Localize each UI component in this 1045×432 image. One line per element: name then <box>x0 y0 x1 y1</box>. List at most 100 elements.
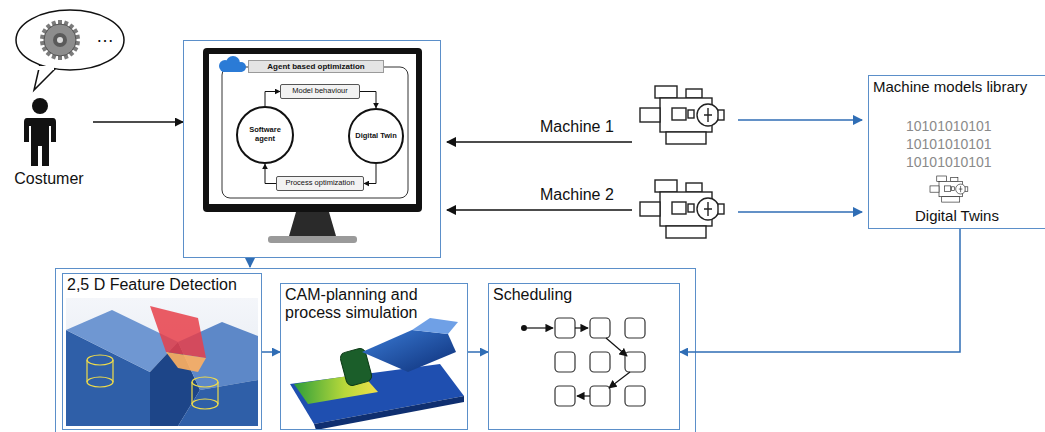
machine-part <box>944 186 950 191</box>
node-title: Machine models library <box>873 78 1027 95</box>
schedule-arrow <box>606 338 627 356</box>
machine-part <box>952 187 955 191</box>
machine-spindle <box>697 198 719 220</box>
customer-figure: Costumer <box>5 98 93 188</box>
flow-arrow <box>265 92 280 107</box>
schedule-arrow <box>577 395 590 396</box>
node-title: Software agent <box>243 126 287 143</box>
machine-part <box>688 204 694 212</box>
gear-icon <box>40 20 80 60</box>
person-head <box>32 98 48 114</box>
binary-text: 10101010101 <box>906 154 992 170</box>
bubble-tail <box>34 64 56 90</box>
machine-spindle <box>697 104 719 126</box>
schedule-step <box>555 386 575 406</box>
speech-bubble <box>16 10 124 90</box>
process-box: Model behaviour <box>280 84 360 99</box>
machine-part <box>688 110 694 118</box>
process-stage: Scheduling <box>488 283 680 430</box>
node-title: Process optimization <box>285 179 354 188</box>
process-stage: 2,5 D Feature Detection <box>62 273 262 430</box>
machine-part <box>666 132 706 144</box>
tool-contact <box>166 352 206 372</box>
schedule-step <box>590 318 610 338</box>
flow-arrow <box>360 92 376 109</box>
node-title: Costumer <box>5 170 93 188</box>
machine-spindle <box>956 184 966 194</box>
tool-volume <box>150 306 206 358</box>
schedule-picture <box>521 318 645 406</box>
monitor-screen <box>209 54 416 204</box>
machine-part <box>718 110 724 120</box>
schedule-arrow <box>609 372 630 388</box>
optimization-frame <box>222 67 408 198</box>
model-arrow <box>738 119 862 121</box>
schedule-step <box>625 386 645 406</box>
machine-part <box>686 183 702 192</box>
machine-part <box>965 187 968 192</box>
process-stage: CAM-planning and process simulation <box>280 283 468 430</box>
schedule-step <box>555 352 575 372</box>
bubble-outline <box>16 10 124 70</box>
feature-detection-picture <box>66 298 258 426</box>
monitor-base <box>268 236 357 243</box>
machine-part <box>655 86 677 98</box>
machine-part <box>666 226 706 238</box>
process-frame <box>56 269 696 432</box>
flow-arrow <box>93 121 183 123</box>
machine-part <box>939 181 962 196</box>
feature-marker <box>192 399 218 409</box>
model-arrow <box>738 211 862 213</box>
node-title: Model behaviour <box>292 87 347 96</box>
monitor-bezel <box>203 48 422 212</box>
machine-label: Machine 1 <box>540 118 614 136</box>
machine-part <box>660 98 712 132</box>
binary-text: 10101010101 <box>906 118 992 134</box>
schedule-step <box>625 352 645 372</box>
machine-part <box>959 186 963 192</box>
machine-arrow <box>447 209 632 211</box>
workpiece-side <box>314 396 464 430</box>
gear-body <box>44 24 76 56</box>
machine-part <box>704 108 712 122</box>
schedule-arrow <box>527 327 553 328</box>
node-title: Scheduling <box>493 286 572 304</box>
machine-part <box>937 176 947 181</box>
schedule-step <box>625 318 645 338</box>
schedule-step <box>590 386 610 406</box>
render-background <box>66 298 258 426</box>
feature-marker <box>192 382 218 404</box>
machine-part <box>655 180 677 192</box>
tool-holder-top <box>412 318 458 334</box>
flow-arrow <box>364 164 376 184</box>
twin-circle: Digital Twin <box>348 108 404 164</box>
cam-simulation-picture <box>290 318 464 430</box>
node-title: Agent based optimization <box>248 60 384 73</box>
monitor-illustration <box>203 48 422 243</box>
flow-arrow <box>680 229 960 352</box>
schedule-step <box>555 318 575 338</box>
machine-part <box>640 202 660 216</box>
cloud-icon <box>219 56 246 72</box>
machine-part <box>930 186 939 192</box>
flow-arrow <box>265 164 276 184</box>
flow-arrow <box>249 258 251 267</box>
node-title: Digital Twin <box>355 132 397 141</box>
machine-icon <box>640 86 724 144</box>
machine-part <box>686 89 702 98</box>
flow-arrow <box>468 351 488 353</box>
feature-marker <box>87 377 113 387</box>
machine-part <box>640 108 660 122</box>
machine-part <box>942 197 960 202</box>
machine-part <box>718 204 724 214</box>
machine-part <box>704 202 712 216</box>
agent-circle: Software agent <box>236 106 294 164</box>
feature-marker <box>87 355 113 365</box>
person-icon <box>24 98 56 166</box>
flow-arrow <box>262 351 280 353</box>
node-subtitle: Digital Twins <box>869 207 1045 224</box>
process-box: Process optimization <box>276 176 364 191</box>
schedule-step <box>590 352 610 372</box>
person-body <box>24 118 56 166</box>
